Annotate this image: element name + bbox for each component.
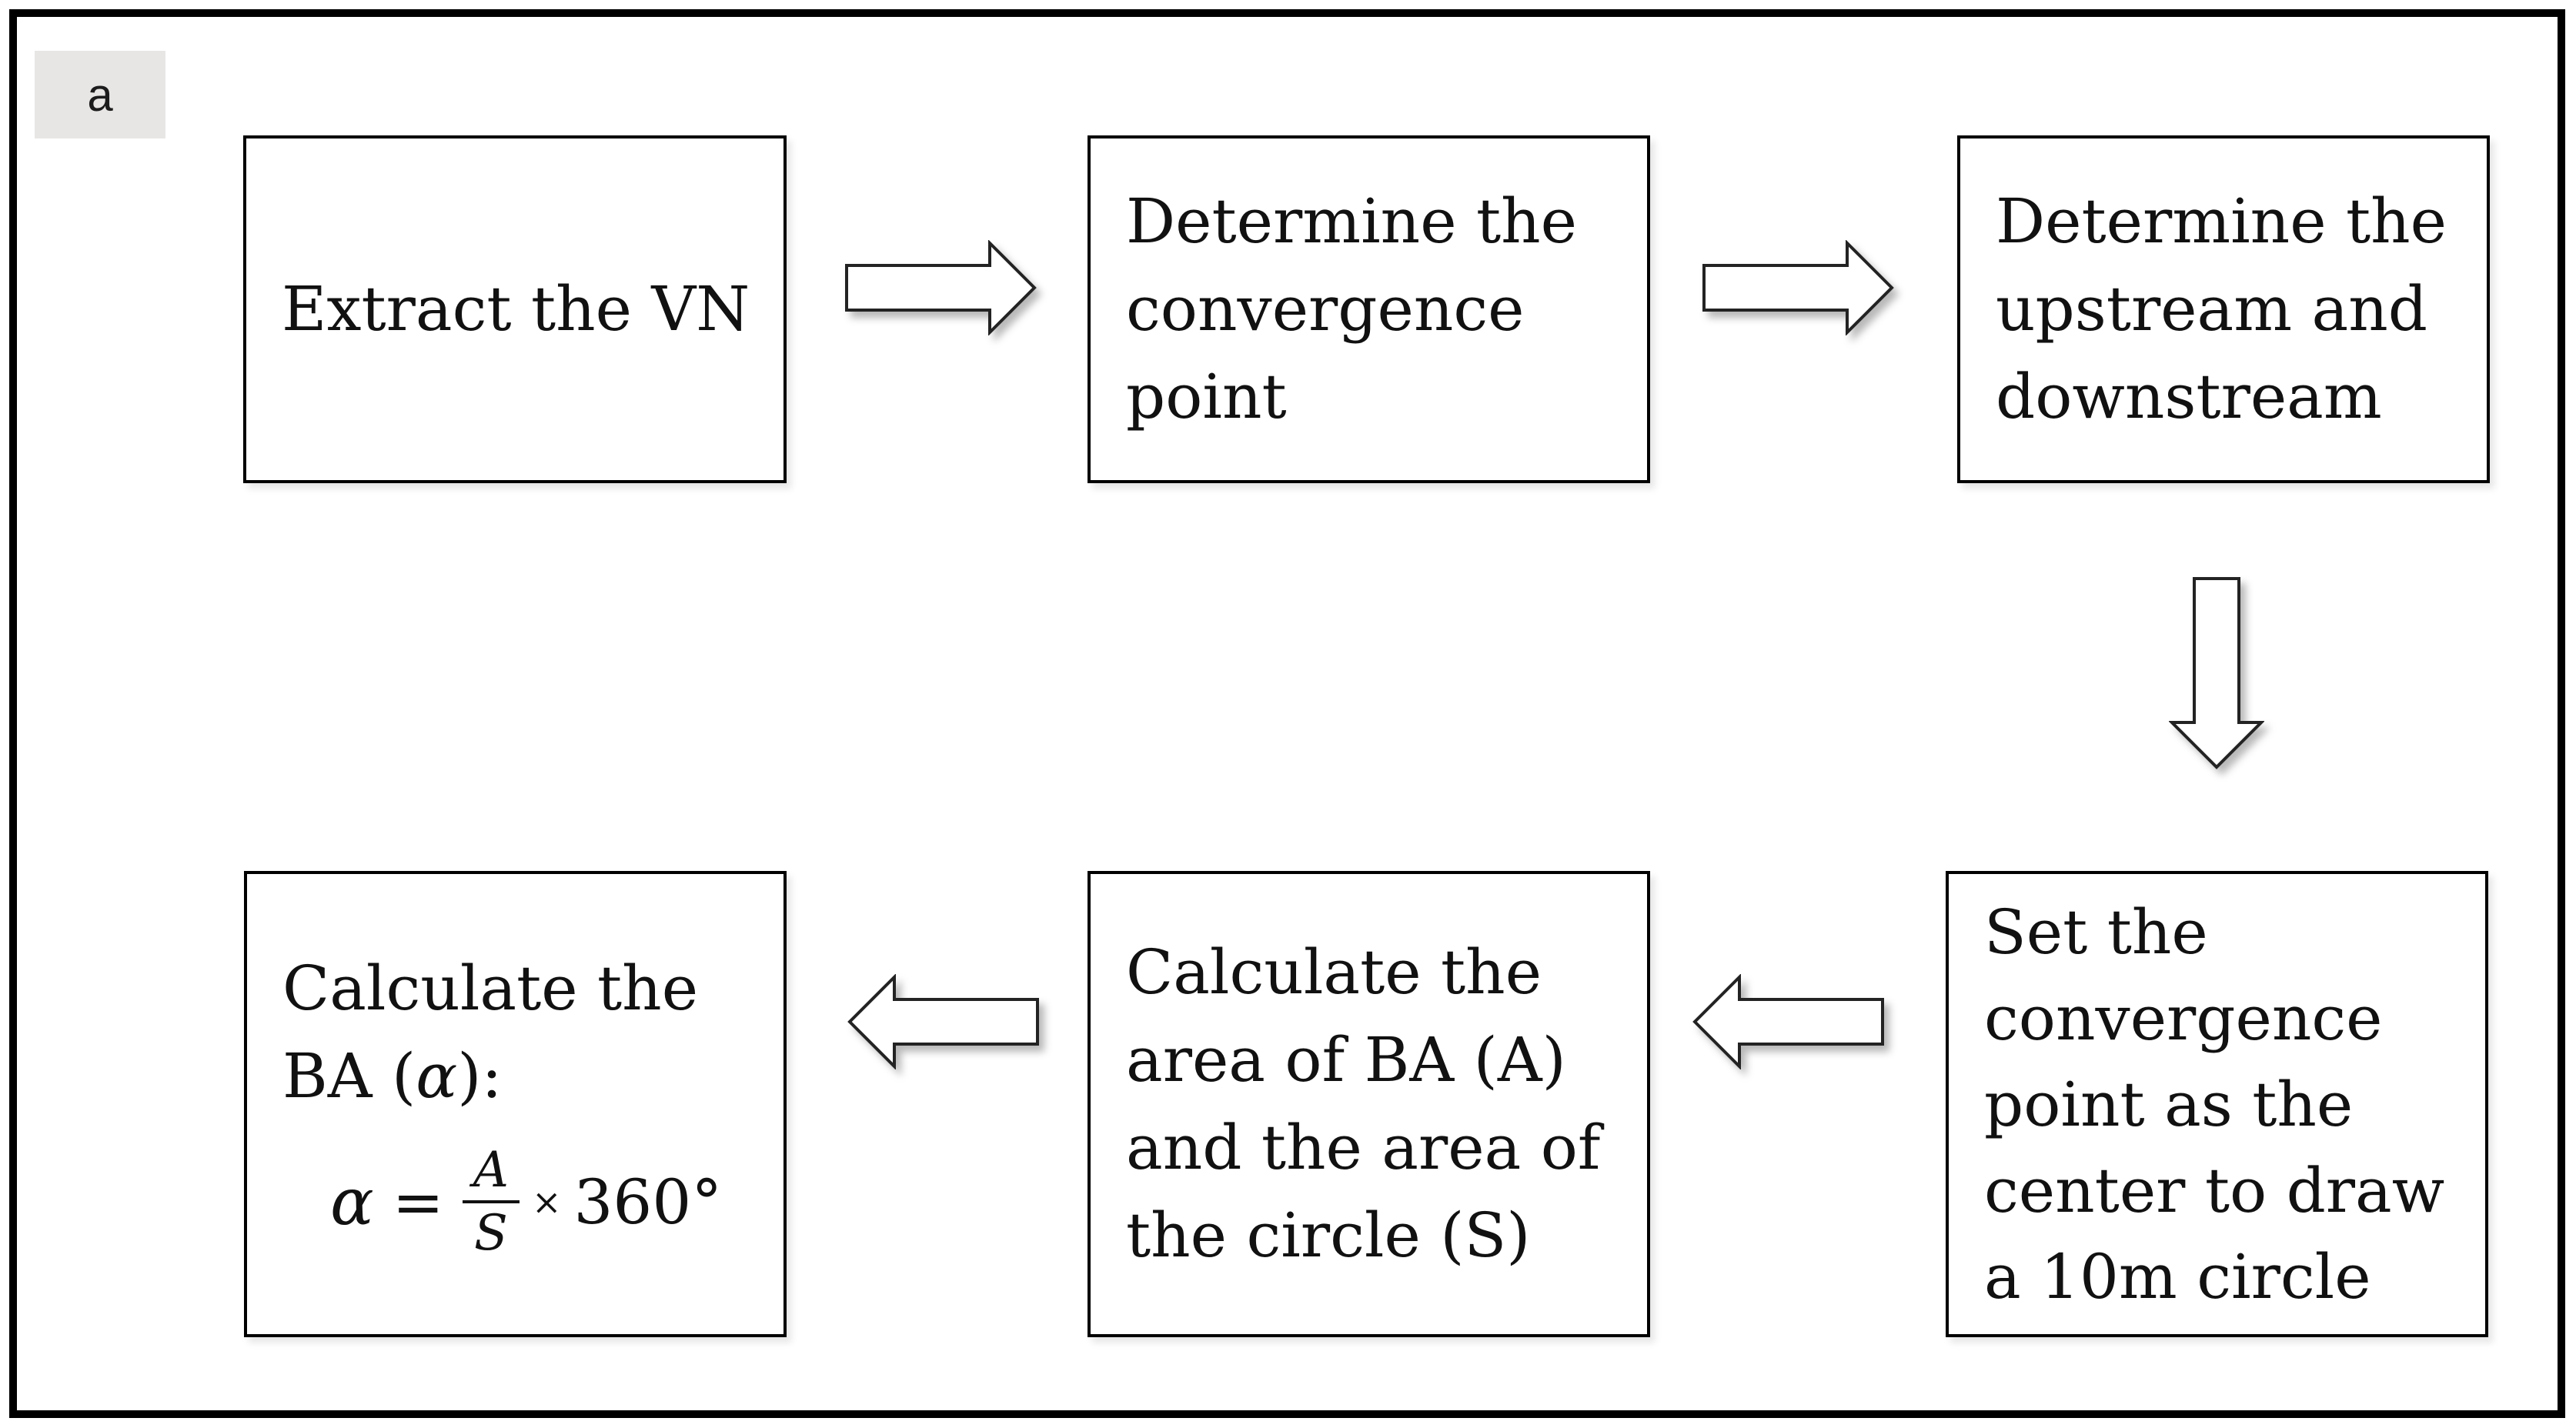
flow-box-calc-ba: Calculate the BA (α): α = A S × 360° xyxy=(244,871,787,1337)
formula-equals: = xyxy=(392,1166,444,1238)
flow-box-line: and the area of xyxy=(1126,1112,1601,1183)
flow-box-extract-vn: Extract the VN xyxy=(243,135,787,483)
flow-box-line: Calculate the xyxy=(282,953,699,1024)
ba-line-prefix: BA ( xyxy=(282,1040,416,1112)
flow-box-line: the circle (S) xyxy=(1126,1199,1531,1271)
flow-box-line: Calculate the xyxy=(1126,936,1542,1008)
arrow-left-icon xyxy=(1692,973,1884,1073)
arrow-right-icon xyxy=(1702,239,1895,339)
flow-box-line: a 10m circle xyxy=(1984,1241,2371,1313)
flow-box-line: upstream and xyxy=(1996,273,2427,345)
flow-box-line: point xyxy=(1126,361,1287,432)
flow-box-convergence-point: Determine the convergence point xyxy=(1088,135,1650,483)
flow-box-line: Determine the xyxy=(1126,185,1577,257)
fraction-numerator: A xyxy=(462,1140,520,1203)
flow-box-line: convergence xyxy=(1984,983,2383,1054)
arrow-down-icon xyxy=(2168,577,2265,773)
flow-box-line: Determine the xyxy=(1996,185,2447,257)
arrow-right-icon xyxy=(845,239,1037,339)
flow-box-calc-areas: Calculate the area of BA (A) and the are… xyxy=(1088,871,1650,1337)
fraction-denominator: S xyxy=(473,1205,508,1262)
arrow-left-icon xyxy=(847,973,1039,1073)
flow-box-line: Extract the VN xyxy=(282,273,750,345)
formula-alpha: α xyxy=(330,1164,374,1239)
flow-box-up-downstream: Determine the upstream and downstream xyxy=(1957,135,2490,483)
flow-box-line: area of BA (A) xyxy=(1126,1024,1566,1096)
flow-box-line: point as the xyxy=(1984,1069,2354,1140)
flow-box-line: center to draw xyxy=(1984,1155,2445,1226)
panel-label: a xyxy=(35,51,165,138)
formula-fraction: A S xyxy=(462,1140,520,1263)
formula-360deg: 360° xyxy=(573,1166,723,1238)
outer-frame xyxy=(9,9,2565,1418)
ba-line-suffix: ): xyxy=(457,1040,503,1112)
flow-box-line: BA (α): xyxy=(282,1033,770,1120)
flow-box-line: Set the xyxy=(1984,896,2208,968)
flow-box-draw-circle: Set the convergence point as the center … xyxy=(1946,871,2488,1337)
alpha-symbol: α xyxy=(416,1040,458,1112)
flow-box-line: convergence xyxy=(1126,273,1525,345)
formula-times-sign: × xyxy=(531,1181,562,1223)
flow-box-line: downstream xyxy=(1996,361,2382,432)
ba-formula: α = A S × 360° xyxy=(330,1140,770,1263)
